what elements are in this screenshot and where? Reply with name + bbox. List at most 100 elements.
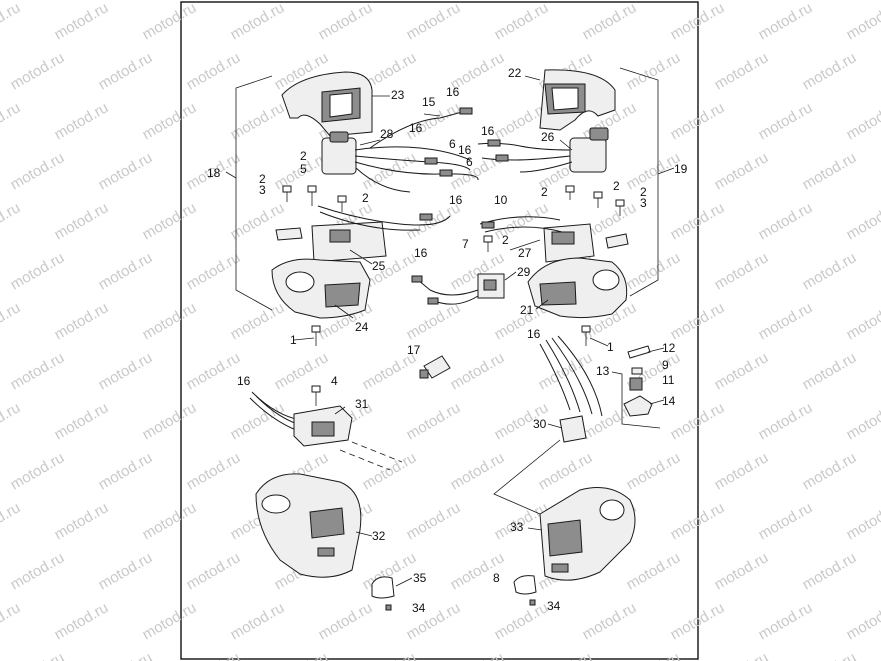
- watermark-text: motod.ru: [96, 649, 156, 661]
- spring-plate-12: [627, 345, 651, 359]
- callout-18: 18: [207, 166, 221, 180]
- left-wire-15: [369, 111, 463, 149]
- right-wire-harness: [477, 142, 573, 233]
- watermark-text: motod.ru: [0, 599, 23, 643]
- left-switch-plate-button: [329, 229, 351, 243]
- callout-2-left-a: 2: [259, 172, 266, 186]
- watermark-text: motod.ru: [52, 499, 112, 543]
- callout-17: 17: [407, 343, 421, 357]
- callout-25: 25: [372, 259, 386, 273]
- watermark-text: motod.ru: [800, 549, 860, 593]
- relay-29: [411, 273, 505, 305]
- right-cover-window-inner: [551, 87, 579, 111]
- watermark-text: motod.ru: [712, 249, 772, 293]
- watermark-text: motod.ru: [712, 549, 772, 593]
- watermark-text: motod.ru: [756, 299, 816, 343]
- callout-6-b: 6: [466, 155, 473, 169]
- watermark-text: motod.ru: [0, 99, 23, 143]
- switch-unit-31-face: [311, 421, 335, 437]
- left-switch-knob: [329, 131, 349, 143]
- watermark-text: motod.ru: [0, 199, 23, 243]
- watermark-text: motod.ru: [8, 349, 68, 393]
- callout-labels: 1 1 2 2 2 2 2 2 2 3 3 4 5 6 6 7 8 9 10 1…: [207, 66, 688, 615]
- right-wire-connector-b: [495, 154, 509, 162]
- callout-2-left-b: 2: [300, 149, 307, 163]
- left-lower-unit: [249, 385, 403, 611]
- housing-33-bore: [599, 499, 625, 521]
- watermark-text: motod.ru: [712, 449, 772, 493]
- screw-4: [311, 385, 321, 406]
- callout-11: 11: [662, 373, 675, 387]
- watermark-text: motod.ru: [8, 549, 68, 593]
- watermark-text: motod.ru: [52, 299, 112, 343]
- watermark-text: motod.ru: [844, 599, 881, 643]
- left-wire-connector-a: [459, 107, 473, 115]
- screw-34-left: [385, 604, 392, 611]
- callout-1-left: 1: [290, 333, 297, 347]
- watermark-text: motod.ru: [800, 249, 860, 293]
- right-screw-1: [581, 325, 591, 346]
- watermark-text: motod.ru: [844, 399, 881, 443]
- cap-35: [371, 576, 395, 599]
- callout-16-d: 16: [449, 193, 463, 207]
- callout-34-right: 34: [547, 599, 561, 613]
- right-wire-connector-c: [481, 221, 495, 229]
- watermark-text: motod.ru: [756, 0, 816, 43]
- right-switch-assembly: [477, 67, 659, 346]
- watermark-text: motod.ru: [8, 49, 68, 93]
- watermark-text: motod.ru: [712, 149, 772, 193]
- callout-35: 35: [413, 571, 427, 585]
- housing-32-bore: [261, 494, 291, 514]
- callout-16-h: 16: [237, 374, 251, 388]
- group-bracket-13: [611, 371, 661, 429]
- left-cover-window-inner: [329, 92, 353, 118]
- watermark-text: motod.ru: [712, 649, 772, 661]
- left-clip: [275, 227, 303, 241]
- housing-32-slot: [317, 547, 335, 557]
- callout-6-a: 6: [449, 137, 456, 151]
- watermark-text: motod.ru: [0, 499, 23, 543]
- right-switch-block: [569, 137, 607, 173]
- right-switch-knob: [589, 127, 609, 141]
- callout-1-right: 1: [607, 340, 614, 354]
- callout-15: 15: [422, 95, 436, 109]
- callout-30: 30: [533, 417, 547, 431]
- watermark-text: motod.ru: [96, 549, 156, 593]
- watermark-text: motod.ru: [96, 349, 156, 393]
- left-wire-connector-c: [439, 169, 453, 177]
- watermark-text: motod.ru: [844, 0, 881, 43]
- callout-3-right: 3: [640, 196, 647, 210]
- right-lower-unit: [493, 335, 661, 606]
- callout-3-left: 3: [259, 183, 266, 197]
- callout-21: 21: [520, 303, 534, 317]
- watermark-text: motod.ru: [756, 599, 816, 643]
- watermark-text: motod.ru: [712, 349, 772, 393]
- watermark-text: motod.ru: [0, 299, 23, 343]
- left-screw-5: [307, 185, 317, 206]
- callout-12: 12: [662, 341, 676, 355]
- callout-2-right-b: 2: [613, 179, 620, 193]
- callout-9: 9: [662, 358, 669, 372]
- callout-8: 8: [493, 571, 500, 585]
- left-wire-connector-d: [419, 213, 433, 221]
- watermark-text: motod.ru: [52, 599, 112, 643]
- right-housing-bore: [592, 269, 620, 291]
- callout-22: 22: [508, 66, 522, 80]
- watermark-text: motod.ru: [756, 499, 816, 543]
- housing-32-window: [309, 507, 345, 539]
- right-screw-2a: [565, 185, 575, 200]
- watermark-text: motod.ru: [800, 49, 860, 93]
- watermark-text: motod.ru: [844, 299, 881, 343]
- screw-7: [483, 235, 493, 252]
- watermark-text: motod.ru: [844, 199, 881, 243]
- watermark-text: motod.ru: [8, 449, 68, 493]
- left-lower-housing-recess: [324, 282, 361, 308]
- watermark-text: motod.ru: [96, 249, 156, 293]
- wire-16-right-lower: [539, 335, 603, 417]
- right-clip: [605, 233, 629, 249]
- leader-lines: [225, 75, 675, 587]
- connector-30: [559, 415, 587, 443]
- watermark-text: motod.ru: [8, 649, 68, 661]
- left-screw-1: [311, 325, 321, 346]
